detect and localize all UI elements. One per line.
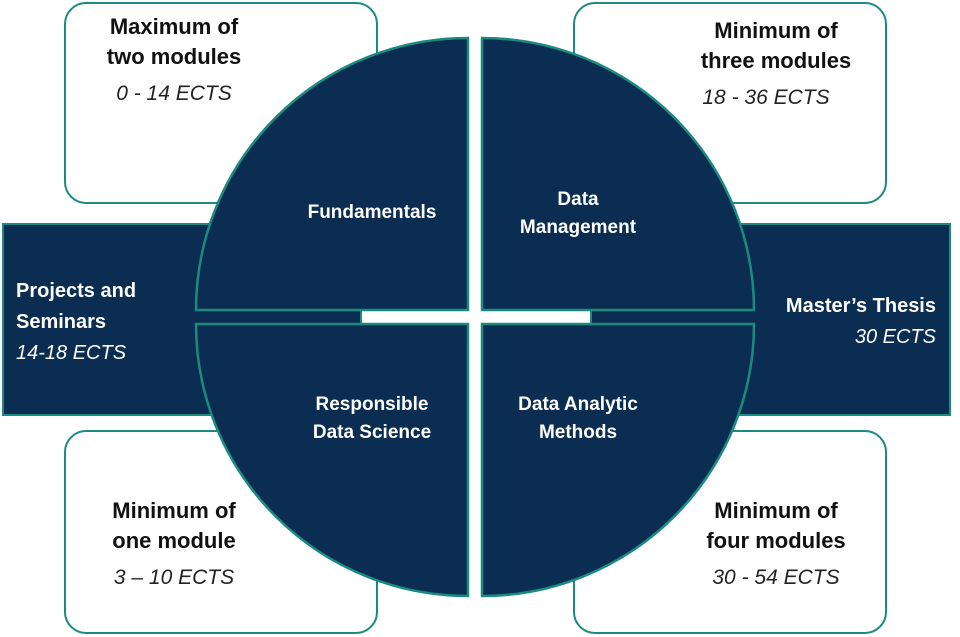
box-top-left-line1: Maximum of bbox=[109, 14, 239, 39]
box-bottom-right-ects: 30 - 54 ECTS bbox=[712, 566, 840, 589]
quadrant-top-right-line1: Data bbox=[557, 189, 599, 210]
quadrant-top-right-label: Data Management bbox=[488, 186, 668, 242]
box-bottom-left-title: Minimum of one module bbox=[84, 496, 264, 556]
band-right-ects: 30 ECTS bbox=[854, 326, 936, 348]
band-left-line1: Projects and bbox=[16, 280, 137, 302]
band-left-line2: Seminars bbox=[16, 311, 107, 333]
box-bottom-right-title: Minimum of four modules bbox=[686, 496, 866, 556]
quadrant-bottom-right-label: Data Analytic Methods bbox=[488, 391, 668, 447]
box-bottom-left-ects: 3 – 10 ECTS bbox=[113, 566, 235, 589]
quadrant-top-left-label: Fundamentals bbox=[307, 202, 437, 223]
box-top-right-title: Minimum of three modules bbox=[676, 16, 876, 76]
box-top-right-ects: 18 - 36 ECTS bbox=[702, 86, 830, 109]
box-bottom-right-line1: Minimum of bbox=[714, 498, 838, 523]
box-top-right-line2: three modules bbox=[700, 48, 852, 73]
band-right-title: Master’s Thesis bbox=[785, 295, 936, 317]
box-top-left-title: Maximum of two modules bbox=[84, 12, 264, 72]
quadrant-top-right bbox=[480, 36, 756, 312]
band-left-title: Projects and Seminars bbox=[16, 276, 136, 338]
quadrant-top-right-line2: Management bbox=[519, 217, 637, 238]
quadrant-bottom-left-line1: Responsible bbox=[315, 394, 429, 415]
band-left-ects: 14-18 ECTS bbox=[16, 342, 127, 364]
quadrant-bottom-left bbox=[194, 322, 470, 598]
box-top-right-line1: Minimum of bbox=[714, 18, 838, 43]
box-top-left-line2: two modules bbox=[106, 44, 242, 69]
quadrant-bottom-left-label: Responsible Data Science bbox=[282, 391, 462, 447]
box-bottom-left-line1: Minimum of bbox=[112, 498, 236, 523]
quadrant-bottom-right-line1: Data Analytic bbox=[518, 394, 638, 415]
quadrant-bottom-right-line2: Methods bbox=[538, 422, 618, 443]
quadrant-top-left bbox=[194, 36, 470, 312]
box-top-left-ects: 0 - 14 ECTS bbox=[116, 82, 232, 105]
box-bottom-right-line2: four modules bbox=[706, 528, 846, 553]
box-bottom-left-line2: one module bbox=[112, 528, 236, 553]
quadrant-bottom-left-line2: Data Science bbox=[312, 422, 432, 443]
quadrant-bottom-right bbox=[480, 322, 756, 598]
